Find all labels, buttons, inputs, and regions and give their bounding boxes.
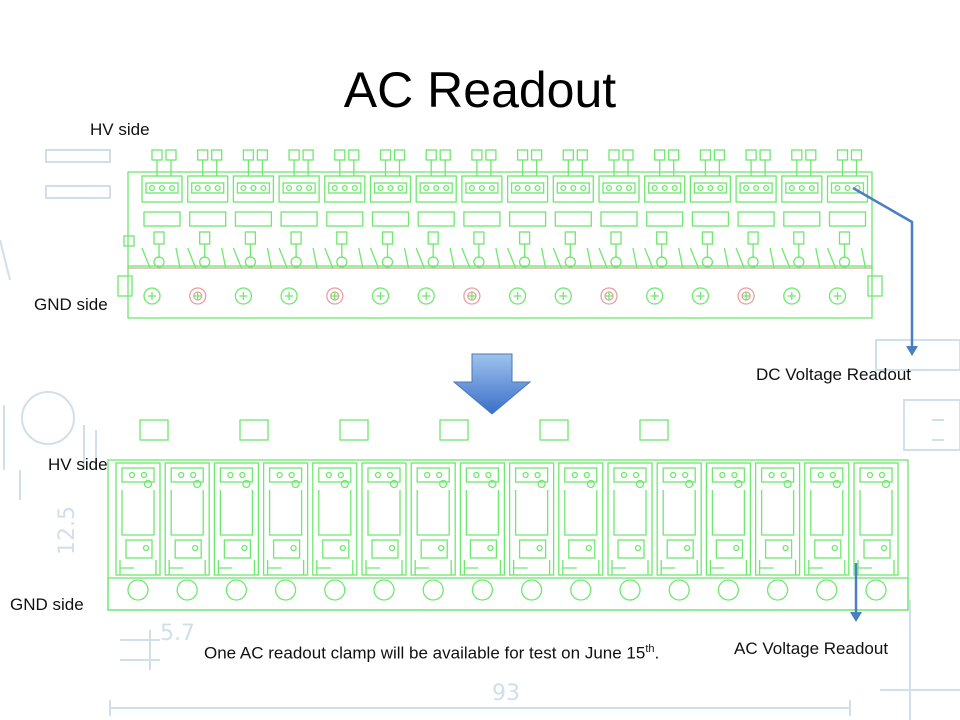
note-superscript: th	[645, 643, 655, 655]
top-clamp-cell	[232, 149, 275, 305]
top-clamp-cell	[187, 149, 229, 305]
dc-voltage-readout-label: DC Voltage Readout	[756, 365, 911, 384]
top-clamp-cell	[598, 149, 640, 305]
top-hv-side-label: HV side	[90, 120, 150, 139]
svg-text:93: 93	[492, 681, 520, 706]
background-dimensions: 12.5 5.7 93	[55, 506, 520, 706]
note-period: .	[654, 643, 660, 663]
bottom-clamp-cell	[558, 462, 604, 601]
top-clamp-cell	[644, 149, 686, 305]
bottom-clamp-cell	[853, 462, 899, 601]
top-clamp-cell	[415, 149, 457, 305]
bottom-clamp-cell	[115, 462, 161, 601]
down-arrow-icon	[452, 353, 532, 415]
bottom-clamp-cell	[754, 462, 801, 601]
top-clamp-cell	[506, 149, 549, 305]
top-clamp-cell	[735, 149, 777, 305]
svg-text:5.7: 5.7	[160, 621, 195, 646]
ac-readout-arrowhead	[850, 612, 862, 622]
bottom-clamp-cell	[410, 462, 456, 601]
background-cad	[0, 149, 960, 720]
top-clamp-cell	[826, 149, 869, 305]
top-clamp-cell	[781, 149, 823, 305]
bottom-clamp-cell	[361, 462, 407, 601]
top-clamp-cell	[552, 149, 594, 305]
bottom-clamp-cell	[312, 462, 358, 601]
bottom-clamp-cell	[656, 462, 702, 601]
bottom-hv-side-label: HV side	[48, 455, 108, 474]
bottom-clamp-cell	[607, 462, 653, 601]
bottom-clamp-cell	[804, 462, 850, 601]
bottom-clamp-cell	[164, 462, 210, 601]
bottom-clamp-cell	[262, 462, 309, 601]
bottom-gnd-side-label: GND side	[10, 595, 84, 614]
page-title: AC Readout	[343, 62, 617, 118]
top-clamp-cell	[141, 149, 183, 305]
bottom-clamp-cell	[705, 462, 752, 601]
top-clamp-cell	[278, 149, 320, 305]
note-text: One AC readout clamp will be available f…	[204, 643, 646, 663]
top-clamp-cell	[369, 149, 412, 305]
top-gnd-side-label: GND side	[34, 295, 108, 314]
svg-text:12.5: 12.5	[55, 506, 80, 555]
top-clamp-cell	[689, 149, 732, 305]
bottom-clamp-cell	[508, 462, 555, 601]
dc-readout-callout	[852, 186, 914, 348]
bottom-clamp-cell	[213, 462, 260, 601]
top-clamp-cell	[461, 149, 503, 305]
bottom-clamp-cell	[459, 462, 506, 601]
dc-readout-arrowhead	[906, 346, 918, 356]
ac-voltage-readout-label: AC Voltage Readout	[734, 639, 889, 658]
top-board-drawing	[117, 149, 883, 319]
availability-note: One AC readout clamp will be available f…	[204, 636, 674, 667]
top-clamp-cell	[324, 149, 366, 305]
bottom-board-drawing	[107, 419, 909, 611]
